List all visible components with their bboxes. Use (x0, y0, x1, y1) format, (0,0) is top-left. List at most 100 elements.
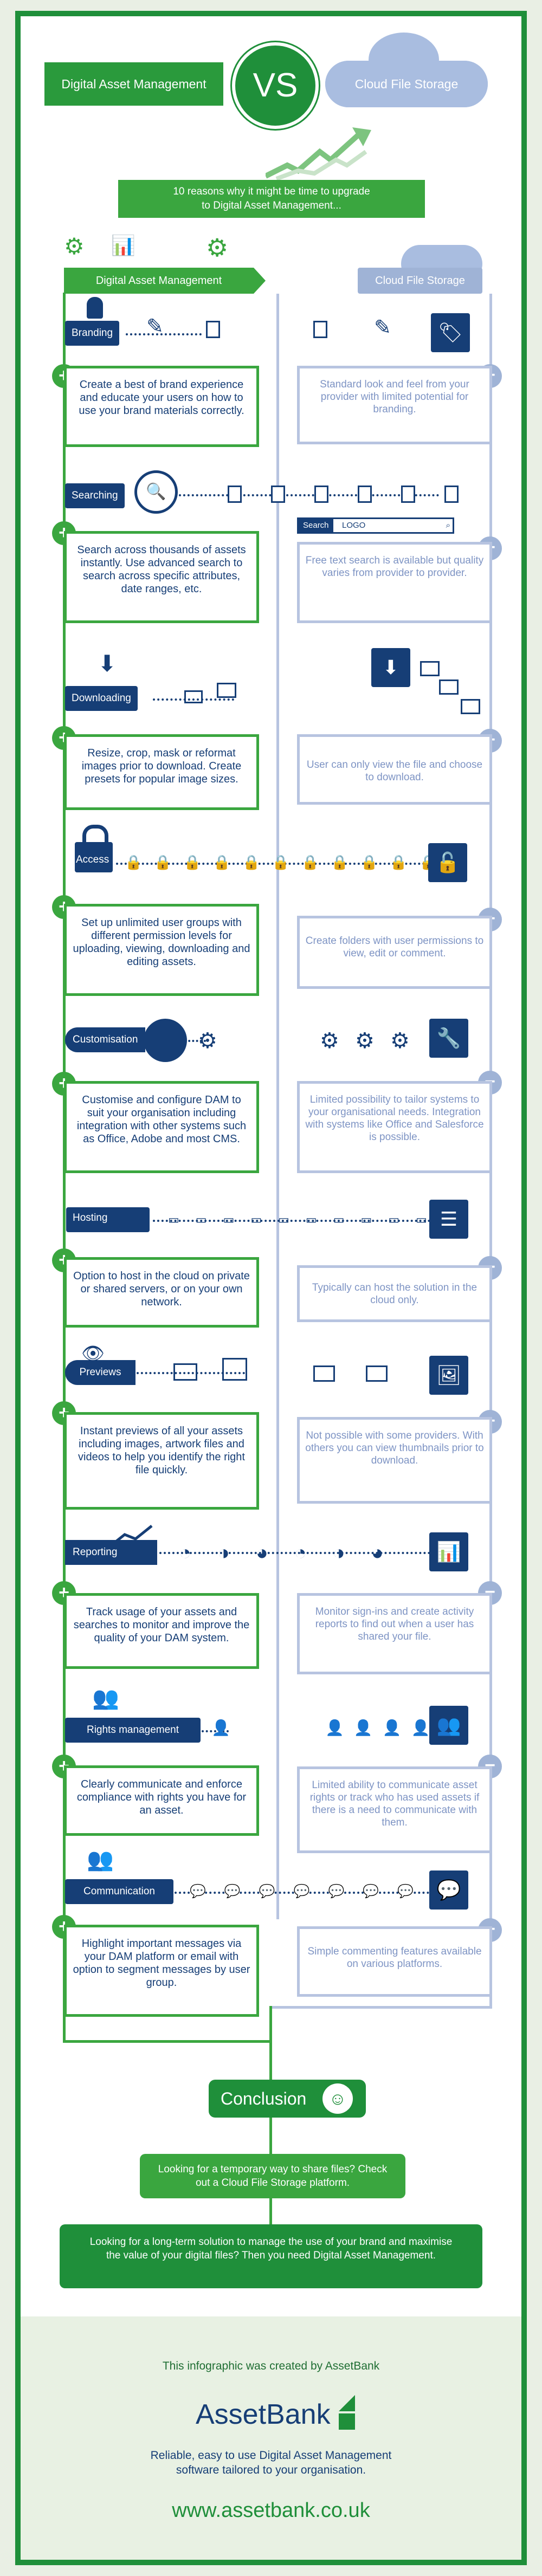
section-label-branding: Branding (65, 321, 120, 346)
dam-column-title: Digital Asset Management (95, 275, 222, 287)
folder-icon (217, 683, 236, 698)
search-bar: Search LOGO ⌕ (297, 517, 454, 534)
search-bar-magnifier-icon: ⌕ (446, 521, 450, 530)
assetbank-logo: AssetBank (192, 2395, 355, 2433)
cfs-point-rights-management: Limited ability to communicate asset rig… (297, 1766, 492, 1853)
subtitle-banner: 10 reasons why it might be time to upgra… (118, 180, 425, 218)
trend-chart-icon (114, 1525, 153, 1544)
document-icon (206, 321, 220, 338)
dam-point-hosting: Option to host in the cloud on private o… (64, 1257, 259, 1328)
customisation-dotted-line (184, 1040, 206, 1042)
head-lightbulb-icon: ☺ (322, 2083, 353, 2114)
cfs-point-hosting: Typically can host the solution in the c… (297, 1265, 492, 1322)
cfs-point-searching: Free text search is available but qualit… (297, 542, 492, 623)
conclusion-title: Conclusion (221, 2089, 307, 2108)
section-label-communication: Communication (65, 1879, 173, 1904)
cfs-point-access: Create folders with user permissions to … (297, 916, 492, 989)
conclusion-box-long-term: Looking for a long-term solution to mana… (60, 2224, 482, 2288)
pen-icon: ✎ (146, 315, 164, 338)
dam-column-header: Digital Asset Management (64, 268, 254, 294)
reporting-dotted-line (159, 1552, 430, 1554)
dam-point-branding: Create a best of brand experience and ed… (64, 366, 259, 447)
cfs-column-header: Cloud File Storage (358, 268, 482, 294)
footer-created-by: This infographic was created by AssetBan… (162, 2360, 380, 2372)
result-document-icon (271, 486, 285, 503)
gallery-icon: 🖼 (429, 1356, 468, 1395)
cfs-point-branding: Standard look and feel from your provide… (297, 366, 492, 444)
result-document-icon (314, 486, 328, 503)
gear-small-icon: ⚙ (206, 234, 229, 262)
meeting-people-icon: 👥 (87, 1848, 114, 1872)
dam-connector (63, 2040, 271, 2043)
footer-panel (21, 2316, 521, 2560)
speech-bubble-icons: 💬💬💬💬💬💬💬 (190, 1884, 433, 1899)
magnet-icon (144, 1019, 187, 1062)
folder-icon (461, 699, 480, 714)
result-document-icon (228, 486, 242, 503)
access-dotted-line (116, 863, 425, 865)
gear-icon: ⚙ (320, 1029, 339, 1053)
subtitle-line1: 10 reasons why it might be time to upgra… (173, 186, 370, 197)
hosting-dotted-line (153, 1220, 435, 1222)
downloading-dotted-line (153, 698, 234, 701)
dam-point-searching: Search across thousands of assets instan… (64, 531, 259, 623)
dam-point-downloading: Resize, crop, mask or reformat images pr… (64, 734, 259, 810)
conclusion-stem (269, 2006, 272, 2082)
search-bar-value: LOGO (342, 521, 366, 530)
pie-chart-icons: ◔◑◕◔◑◕ (179, 1542, 410, 1564)
cfs-point-customisation: Limited possibility to tailor systems to… (297, 1081, 492, 1173)
section-label-customisation: Customisation (65, 1027, 146, 1052)
team-people-icon: 👥 (92, 1686, 119, 1710)
conclusion-stem-3 (269, 2198, 272, 2225)
gear-icon: ⚙ (355, 1029, 375, 1053)
section-label-previews: Previews (65, 1360, 136, 1385)
cfs-inner-line (276, 294, 279, 1919)
footer-tagline: Reliable, easy to use Digital Asset Mana… (150, 2449, 392, 2476)
cfs-point-reporting: Monitor sign-ins and create activity rep… (297, 1593, 492, 1674)
vs-label: VS (253, 67, 298, 104)
tag-icon: 🏷 (431, 313, 470, 352)
folder-icon (420, 661, 440, 676)
dam-header-banner: Digital Asset Management (44, 62, 223, 106)
assetbank-logo-mark-icon (339, 2395, 355, 2411)
assetbank-logo-mark-icon (339, 2413, 355, 2430)
section-label-access: Access (76, 854, 109, 865)
result-document-icon (401, 486, 415, 503)
footer-url-link[interactable]: www.assetbank.co.uk (172, 2499, 370, 2522)
subtitle-line2: to Digital Asset Management... (202, 200, 341, 211)
cfs-column-title: Cloud File Storage (375, 275, 465, 287)
section-label-downloading: Downloading (65, 686, 138, 711)
folder-icon (184, 690, 203, 703)
image-preview-icon (313, 1365, 335, 1382)
cfs-point-downloading: User can only view the file and choose t… (297, 734, 492, 805)
download-arrow-icon: ⬇ (98, 651, 117, 676)
section-label-rights-management: Rights management (65, 1718, 201, 1743)
stamp-icon (87, 297, 103, 319)
image-preview-icon (366, 1365, 388, 1382)
section-label-reporting: Reporting (65, 1540, 157, 1565)
eye-icon: 👁 (81, 1343, 105, 1364)
person-icon: 👤 (211, 1719, 230, 1736)
report-bar-icon: 📊 (429, 1532, 468, 1571)
dam-header-title: Digital Asset Management (61, 77, 207, 91)
small-padlocks: 🔒🔒🔒🔒🔒🔒🔒🔒🔒🔒🔒 (125, 854, 449, 870)
cfs-connector (271, 2006, 492, 2009)
bar-chart-icon: 📊 (111, 234, 136, 256)
group-icon: 👥 (429, 1706, 468, 1745)
dam-point-rights-management: Clearly communicate and enforce complian… (64, 1765, 259, 1836)
speech-bubble-icon: 💬 (429, 1870, 468, 1910)
rights-dotted-line (202, 1730, 229, 1732)
vs-badge: VS (232, 42, 319, 129)
cfs-header-title-front: Cloud File Storage (354, 77, 459, 91)
searching-dotted-line (179, 494, 439, 496)
cfs-document-icon (313, 321, 327, 338)
download-icon: ⬇ (371, 648, 410, 687)
search-document-icon: 🔍 (134, 470, 178, 514)
server-racks-icon: ▭▭▭▭▭▭▭▭▭▭ (168, 1213, 443, 1226)
cfs-point-previews: Not possible with some providers. With o… (297, 1417, 492, 1504)
dam-point-access: Set up unlimited user groups with differ… (64, 904, 259, 996)
gear-icon: ⚙ (198, 1029, 217, 1053)
group-people-icons: 👤👤👤👤 (325, 1719, 440, 1736)
dam-point-previews: Instant previews of all your assets incl… (64, 1412, 259, 1510)
conclusion-stem-2 (269, 2118, 272, 2156)
